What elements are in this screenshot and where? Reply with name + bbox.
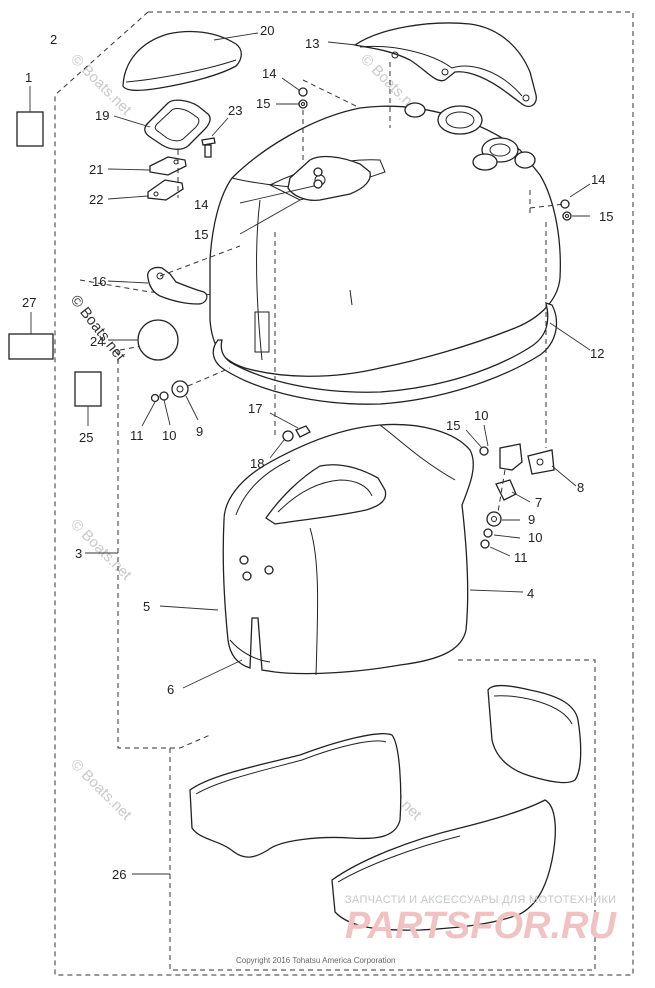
- label-15: 15: [446, 418, 460, 433]
- label-6: 6: [167, 682, 174, 697]
- label-7: 7: [535, 495, 542, 510]
- label-15: 15: [256, 96, 270, 111]
- brackets-7-8: [465, 222, 577, 557]
- part-23-screw: [201, 117, 229, 158]
- label-5: 5: [143, 599, 150, 614]
- label-11: 11: [514, 550, 528, 565]
- label-10: 10: [474, 408, 488, 423]
- label-26: 26: [112, 867, 126, 882]
- part-26-decals: [132, 684, 582, 931]
- part-labels: 1 2 3 4 5 6 7 8 9 9 10 10 10 11 11 12 13…: [22, 23, 613, 882]
- label-14: 14: [194, 197, 208, 212]
- label-24: 24: [90, 334, 104, 349]
- part-27-box: [8, 333, 54, 360]
- kit-boxes: [8, 86, 102, 426]
- label-14: 14: [591, 172, 605, 187]
- label-19: 19: [95, 108, 109, 123]
- lower-cowling: [85, 423, 524, 689]
- label-9: 9: [196, 424, 203, 439]
- upper-cowling: [209, 102, 591, 405]
- partsfor-logo: ЗАПЧАСТИ И АКСЕССУАРЫ ДЛЯ МОТОТЕХНИКИ PA…: [345, 894, 617, 947]
- watermark-overlay: © Boats.net: [67, 292, 129, 365]
- label-11: 11: [130, 428, 144, 443]
- label-16: 16: [92, 274, 106, 289]
- hardware-14-15: [239, 62, 591, 235]
- partsfor-tagline: ЗАПЧАСТИ И АКСЕССУАРЫ ДЛЯ МОТОТЕХНИКИ: [345, 894, 616, 906]
- part-19-gasket: [113, 99, 211, 150]
- label-4: 4: [527, 586, 534, 601]
- watermark: © Boats.net: [67, 756, 135, 824]
- label-8: 8: [577, 480, 584, 495]
- label-27: 27: [22, 295, 36, 310]
- hardware-9-10-11-left: [141, 367, 231, 427]
- part-20-cap: [122, 30, 259, 92]
- partsfor-wordmark: PARTSFOR.RU: [345, 905, 617, 947]
- label-17: 17: [248, 401, 262, 416]
- label-12: 12: [590, 346, 604, 361]
- label-25: 25: [79, 430, 93, 445]
- label-22: 22: [89, 192, 103, 207]
- hardware-17-18: [269, 232, 311, 459]
- label-9: 9: [528, 512, 535, 527]
- label-20: 20: [260, 23, 274, 38]
- label-15: 15: [599, 209, 613, 224]
- label-13: 13: [305, 36, 319, 51]
- label-10: 10: [162, 428, 176, 443]
- part-13-handle: [327, 22, 537, 108]
- label-21: 21: [89, 162, 103, 177]
- part-21-latch: [107, 156, 187, 176]
- part-16-plate: [107, 245, 241, 305]
- label-10: 10: [528, 530, 542, 545]
- label-3: 3: [75, 546, 82, 561]
- part-24-pad: [108, 319, 179, 361]
- label-23: 23: [228, 103, 242, 118]
- label-15: 15: [194, 227, 208, 242]
- part-25-box: [74, 371, 102, 407]
- copyright-text: Copyright 2016 Tohatsu America Corporati…: [236, 956, 396, 965]
- label-18: 18: [250, 456, 264, 471]
- label-14: 14: [262, 66, 276, 81]
- part-22-latch: [107, 179, 184, 201]
- label-2: 2: [50, 32, 57, 47]
- part-1-box: [16, 111, 44, 147]
- label-1: 1: [25, 70, 32, 85]
